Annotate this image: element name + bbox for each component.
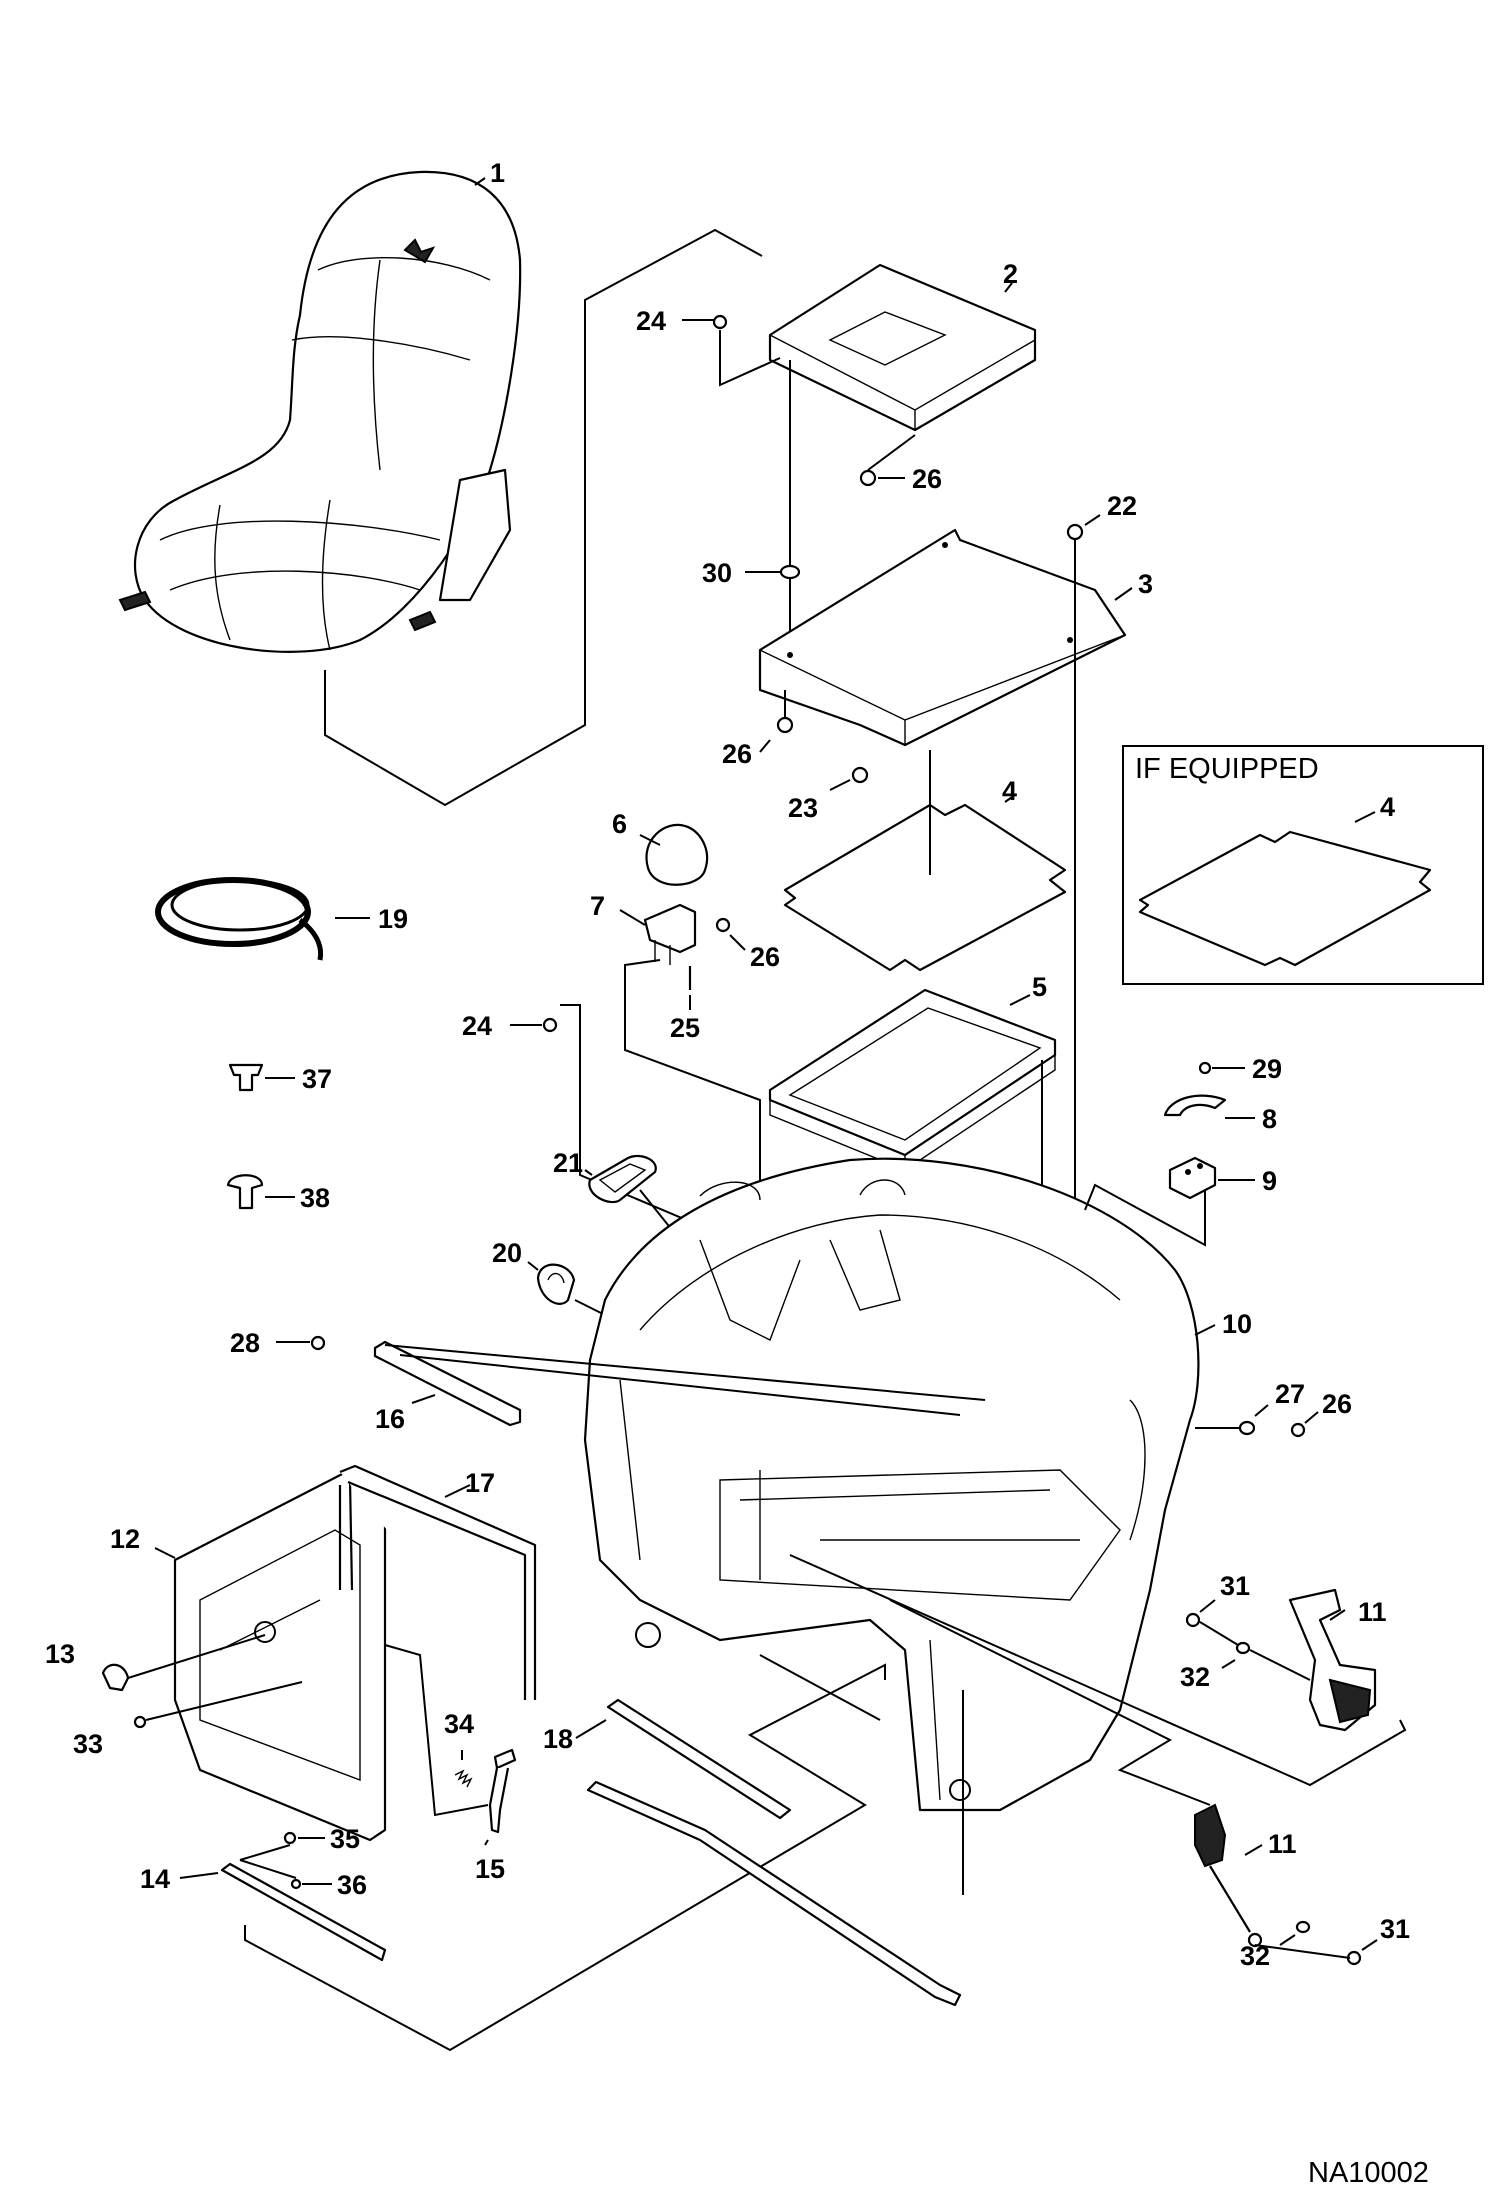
seal-icon: [338, 1464, 537, 1700]
clamp-icon: [1163, 1094, 1227, 1117]
screw-icon: [290, 1878, 302, 1890]
washer-icon: [1235, 1641, 1251, 1655]
callout-29: 29: [1252, 1054, 1282, 1084]
callout-31-lower: 31: [1380, 1914, 1410, 1944]
callout-19: 19: [378, 904, 408, 934]
bolt-icon: [310, 1335, 326, 1351]
tray-icon: [768, 988, 1057, 1172]
seat-pan-icon: [583, 1157, 1200, 1812]
connector-block-icon: [1168, 1156, 1217, 1200]
callout-13: 13: [45, 1639, 75, 1669]
hinge-strip-icon: [220, 1862, 387, 1962]
screw-icon: [133, 1715, 147, 1729]
callout-8: 8: [1262, 1104, 1277, 1134]
nut-icon: [715, 917, 731, 933]
callout-2: 2: [1003, 259, 1018, 289]
nut-icon: [1290, 1422, 1306, 1438]
callout-18: 18: [543, 1724, 573, 1754]
callout-31-upper: 31: [1220, 1571, 1250, 1601]
callout-35: 35: [330, 1824, 360, 1854]
optional-mat-icon: [1138, 830, 1432, 967]
grommet-20-icon: [536, 1263, 576, 1305]
callout-6: 6: [612, 809, 627, 839]
screw-icon: [283, 1831, 297, 1845]
if-equipped-title: IF EQUIPPED: [1135, 753, 1319, 785]
nut-icon: [859, 469, 877, 487]
callout-7: 7: [590, 891, 605, 921]
mounting-plate-icon: [768, 263, 1037, 432]
callout-21: 21: [553, 1148, 583, 1178]
if-equipped-box: [1122, 745, 1484, 985]
callout-11-upper: 11: [1358, 1597, 1387, 1627]
bolt-icon: [851, 766, 869, 784]
callout-25: 25: [670, 1013, 700, 1043]
nut-icon: [776, 716, 794, 734]
drawing-id: NA10002: [1308, 2157, 1429, 2189]
callout-37: 37: [302, 1064, 332, 1094]
callout-17: 17: [465, 1468, 495, 1498]
callout-5: 5: [1032, 972, 1047, 1002]
bolt-icon: [712, 314, 728, 330]
strap-icon: [373, 1340, 522, 1427]
seat-plate-icon: [758, 528, 1127, 747]
seat-belt-latch-icon: [1194, 1803, 1263, 1948]
callout-33: 33: [73, 1729, 103, 1759]
callout-36: 36: [337, 1870, 367, 1900]
callout-9: 9: [1262, 1166, 1277, 1196]
bolt-icon: [1066, 523, 1084, 541]
rod-icon: [488, 1748, 517, 1834]
callout-23: 23: [788, 793, 818, 823]
callout-1: 1: [490, 158, 505, 188]
callout-27: 27: [1275, 1379, 1305, 1409]
callout-22: 22: [1107, 491, 1137, 521]
grommet-21-icon: [588, 1154, 657, 1204]
callout-10: 10: [1222, 1309, 1252, 1339]
callout-32-upper: 32: [1180, 1662, 1210, 1692]
callout-15: 15: [475, 1854, 505, 1884]
callout-26-bracket: 26: [750, 942, 780, 972]
latch-icon: [101, 1663, 130, 1692]
callout-24-left: 24: [462, 1011, 492, 1041]
spring-icon: [454, 1769, 473, 1788]
knob-icon: [645, 823, 709, 886]
callout-12: 12: [110, 1524, 140, 1554]
callout-26-right: 26: [1322, 1389, 1352, 1419]
callout-3: 3: [1138, 569, 1153, 599]
callout-24-top: 24: [636, 306, 666, 336]
callout-30: 30: [702, 558, 732, 588]
callout-11-lower: 11: [1268, 1829, 1297, 1859]
callout-4: 4: [1002, 776, 1017, 806]
side-panel-icon: [173, 1468, 387, 1842]
callout-20: 20: [492, 1238, 522, 1268]
rail-icon: [586, 1698, 962, 2007]
callout-14: 14: [140, 1864, 170, 1894]
washer-icon: [1238, 1420, 1256, 1436]
callout-28: 28: [230, 1328, 260, 1358]
bracket-icon: [643, 903, 697, 965]
screw-icon: [1198, 1061, 1212, 1075]
callout-16: 16: [375, 1404, 405, 1434]
bolt-icon: [542, 1017, 558, 1033]
washer-icon: [779, 564, 801, 580]
callout-26-plate: 26: [912, 464, 942, 494]
push-rivet-icon: [228, 1063, 264, 1092]
bolt-icon: [1185, 1612, 1201, 1628]
washer-icon: [1295, 1920, 1311, 1934]
hose-icon: [155, 877, 324, 961]
seat-belt-buckle-icon: [1288, 1588, 1377, 1732]
callout-4-inset: 4: [1380, 792, 1395, 822]
push-clip-icon: [226, 1174, 264, 1210]
callout-26-seatplate: 26: [722, 739, 752, 769]
callout-34: 34: [444, 1709, 474, 1739]
seat-icon: [118, 170, 522, 653]
callout-38: 38: [300, 1183, 330, 1213]
mat-icon: [783, 803, 1067, 972]
